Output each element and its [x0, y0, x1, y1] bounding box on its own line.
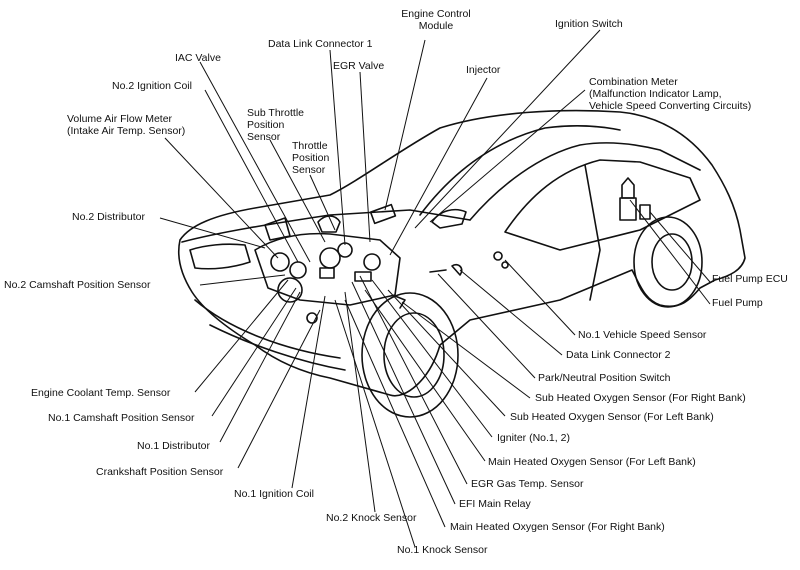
leader-fuel-pump-ecu: [649, 211, 711, 283]
leader-egr-gas-temp: [359, 275, 468, 485]
label-fuel-pump-ecu: Fuel Pump ECU: [712, 273, 788, 285]
label-main-heated-oxygen-sensor-right: Main Heated Oxygen Sensor (For Right Ban…: [450, 521, 665, 533]
leader-no2-camshaft: [199, 274, 286, 286]
label-volume-air-flow-meter: Volume Air Flow Meter (Intake Air Temp. …: [67, 113, 186, 137]
leader-fuel-pump: [629, 199, 711, 305]
rear-wheel: [633, 216, 703, 308]
door-line: [584, 164, 601, 301]
front-bumper: [194, 299, 341, 359]
label-no1-vehicle-speed-sensor: No.1 Vehicle Speed Sensor: [578, 329, 707, 341]
roof-line: [469, 142, 701, 221]
label-no1-distributor: No.1 Distributor: [137, 440, 210, 452]
leader-no2-distributor: [159, 217, 266, 249]
leader-ignition-switch: [414, 29, 601, 229]
headlight: [189, 243, 251, 270]
leader-injector: [389, 77, 488, 256]
label-crankshaft-position-sensor: Crankshaft Position Sensor: [96, 466, 224, 478]
hood-line: [181, 209, 471, 243]
front-wheel: [361, 292, 459, 418]
label-sub-heated-oxygen-sensor-right: Sub Heated Oxygen Sensor (For Right Bank…: [535, 392, 746, 404]
label-iac-valve: IAC Valve: [175, 52, 221, 64]
leader-no1-distributor: [219, 291, 301, 443]
label-combination-meter: Combination Meter (Malfunction Indicator…: [589, 76, 752, 112]
leader-sub-throttle: [269, 139, 326, 243]
side-window: [504, 159, 701, 251]
label-no2-distributor: No.2 Distributor: [72, 211, 145, 223]
label-no1-knock-sensor: No.1 Knock Sensor: [397, 544, 488, 556]
leader-iac-valve: [199, 61, 311, 263]
car-body-outline: [177, 109, 746, 397]
leader-sub-heated-right: [401, 301, 531, 399]
label-fuel-pump: Fuel Pump: [712, 297, 763, 309]
leader-data-link-connector-2: [459, 269, 563, 356]
label-data-link-connector-2: Data Link Connector 2: [566, 349, 671, 361]
label-no1-camshaft-position-sensor: No.1 Camshaft Position Sensor: [48, 412, 195, 424]
leader-no1-ignition-coil: [291, 295, 326, 489]
label-sub-throttle-position-sensor: Sub Throttle Position Sensor: [247, 107, 305, 143]
label-data-link-connector-1: Data Link Connector 1: [268, 38, 373, 50]
leader-no1-knock: [334, 299, 416, 548]
label-efi-main-relay: EFI Main Relay: [459, 498, 531, 510]
leader-engine-control-module: [384, 39, 426, 211]
leader-throttle-position: [309, 174, 336, 231]
leader-sub-heated-left: [387, 289, 506, 417]
label-igniter: Igniter (No.1, 2): [497, 432, 570, 444]
leader-no2-knock: [344, 291, 376, 513]
label-sub-heated-oxygen-sensor-left: Sub Heated Oxygen Sensor (For Left Bank): [510, 411, 714, 423]
label-egr-gas-temp-sensor: EGR Gas Temp. Sensor: [471, 478, 584, 490]
label-no1-ignition-coil: No.1 Ignition Coil: [234, 488, 314, 500]
leader-efi-main-relay: [351, 281, 456, 505]
label-throttle-position-sensor: Throttle Position Sensor: [292, 140, 330, 176]
label-ignition-switch: Ignition Switch: [555, 18, 623, 30]
leader-no2-ignition-coil: [204, 89, 299, 263]
leader-main-heated-left: [364, 289, 486, 462]
leader-igniter: [371, 279, 493, 438]
label-park-neutral-position-switch: Park/Neutral Position Switch: [538, 372, 671, 384]
label-no2-knock-sensor: No.2 Knock Sensor: [326, 512, 417, 524]
label-engine-control-module: Engine Control Module: [401, 8, 471, 32]
leader-main-heated-right: [344, 299, 446, 528]
leader-data-link-connector-1: [329, 49, 346, 246]
leader-no1-camshaft: [211, 287, 297, 417]
leader-vehicle-speed-sensor: [504, 259, 576, 336]
label-main-heated-oxygen-sensor-left: Main Heated Oxygen Sensor (For Left Bank…: [488, 456, 696, 468]
label-no2-camshaft-position-sensor: No.2 Camshaft Position Sensor: [4, 279, 151, 291]
leader-egr-valve: [359, 71, 371, 243]
leader-engine-coolant: [194, 279, 289, 393]
leader-combination-meter: [429, 89, 586, 223]
leader-volume-air-flow-meter: [164, 137, 279, 259]
label-engine-coolant-temp-sensor: Engine Coolant Temp. Sensor: [31, 387, 171, 399]
windshield: [419, 125, 621, 216]
leader-crankshaft: [237, 309, 321, 469]
label-egr-valve: EGR Valve: [333, 60, 385, 72]
label-no2-ignition-coil: No.2 Ignition Coil: [112, 80, 192, 92]
leader-park-neutral: [437, 273, 536, 379]
label-injector: Injector: [466, 64, 501, 76]
